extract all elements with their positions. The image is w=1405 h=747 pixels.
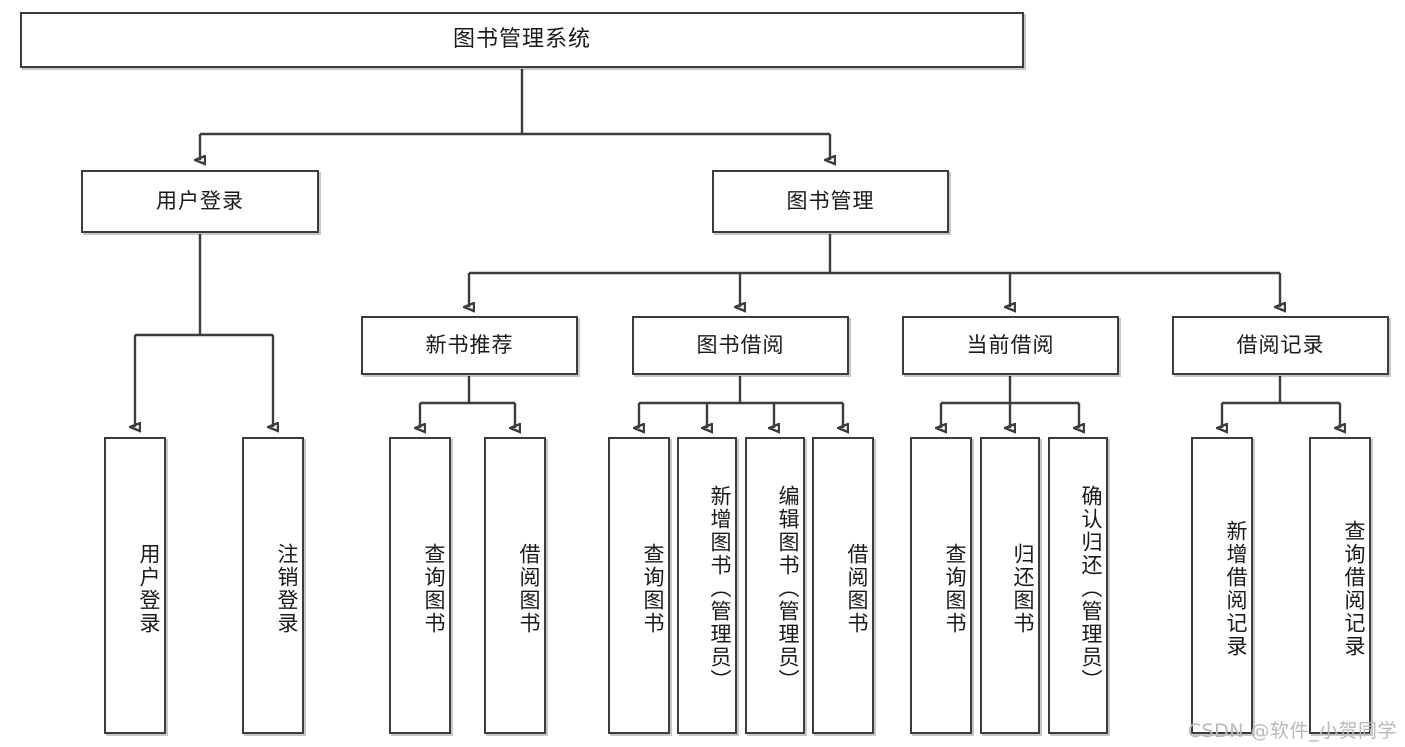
node-label: 查询图书: [943, 542, 967, 635]
node-label: 用户登录: [137, 542, 161, 635]
node-label: 图书管理: [786, 188, 875, 213]
node-label: 当前借阅: [966, 332, 1055, 357]
node-label: 注销登录: [275, 542, 299, 635]
node-new-book-recommend[interactable]: 新书推荐: [361, 316, 578, 375]
node-label: 归还图书: [1011, 542, 1035, 635]
node-leaf-edit-book-admin[interactable]: 编辑图书（管理员）: [745, 437, 805, 734]
node-leaf-query-borrow-record[interactable]: 查询借阅记录: [1309, 437, 1371, 734]
node-label: 查询图书: [422, 542, 446, 635]
node-label: 图书管理系统: [452, 26, 591, 52]
node-label: 编辑图书（管理员）: [776, 485, 800, 692]
node-borrow-record[interactable]: 借阅记录: [1172, 316, 1389, 375]
node-label: 确认归还（管理员）: [1079, 485, 1103, 692]
node-leaf-add-book-admin[interactable]: 新增图书（管理员）: [677, 437, 737, 734]
node-label: 借阅图书: [845, 542, 869, 635]
node-book-borrow[interactable]: 图书借阅: [632, 316, 849, 375]
node-leaf-borrow-book-1[interactable]: 借阅图书: [484, 437, 546, 734]
node-label: 新增图书（管理员）: [708, 485, 732, 692]
node-label: 图书借阅: [696, 332, 785, 357]
node-label: 查询图书: [641, 542, 665, 635]
node-label: 用户登录: [156, 188, 244, 213]
node-label: 新书推荐: [425, 332, 514, 357]
node-book-management[interactable]: 图书管理: [712, 170, 949, 233]
node-user-login[interactable]: 用户登录: [81, 170, 319, 233]
node-leaf-borrow-book-2[interactable]: 借阅图书: [812, 437, 874, 734]
node-leaf-query-book-2[interactable]: 查询图书: [608, 437, 670, 734]
watermark: CSDN @软件_小贺同学: [1187, 720, 1397, 742]
node-label: 查询借阅记录: [1342, 519, 1366, 658]
node-leaf-query-book-1[interactable]: 查询图书: [389, 437, 451, 734]
node-label: 新增借阅记录: [1224, 519, 1248, 658]
node-leaf-confirm-return-admin[interactable]: 确认归还（管理员）: [1048, 437, 1108, 734]
node-leaf-user-login[interactable]: 用户登录: [104, 437, 166, 734]
node-leaf-logout-login[interactable]: 注销登录: [242, 437, 304, 734]
node-leaf-return-book[interactable]: 归还图书: [980, 437, 1040, 734]
node-label: 借阅图书: [517, 542, 541, 635]
node-leaf-add-borrow-record[interactable]: 新增借阅记录: [1191, 437, 1253, 734]
node-book-management-system[interactable]: 图书管理系统: [20, 12, 1024, 68]
node-label: 借阅记录: [1236, 332, 1325, 357]
node-leaf-query-book-3[interactable]: 查询图书: [910, 437, 972, 734]
node-current-borrow[interactable]: 当前借阅: [902, 316, 1119, 375]
